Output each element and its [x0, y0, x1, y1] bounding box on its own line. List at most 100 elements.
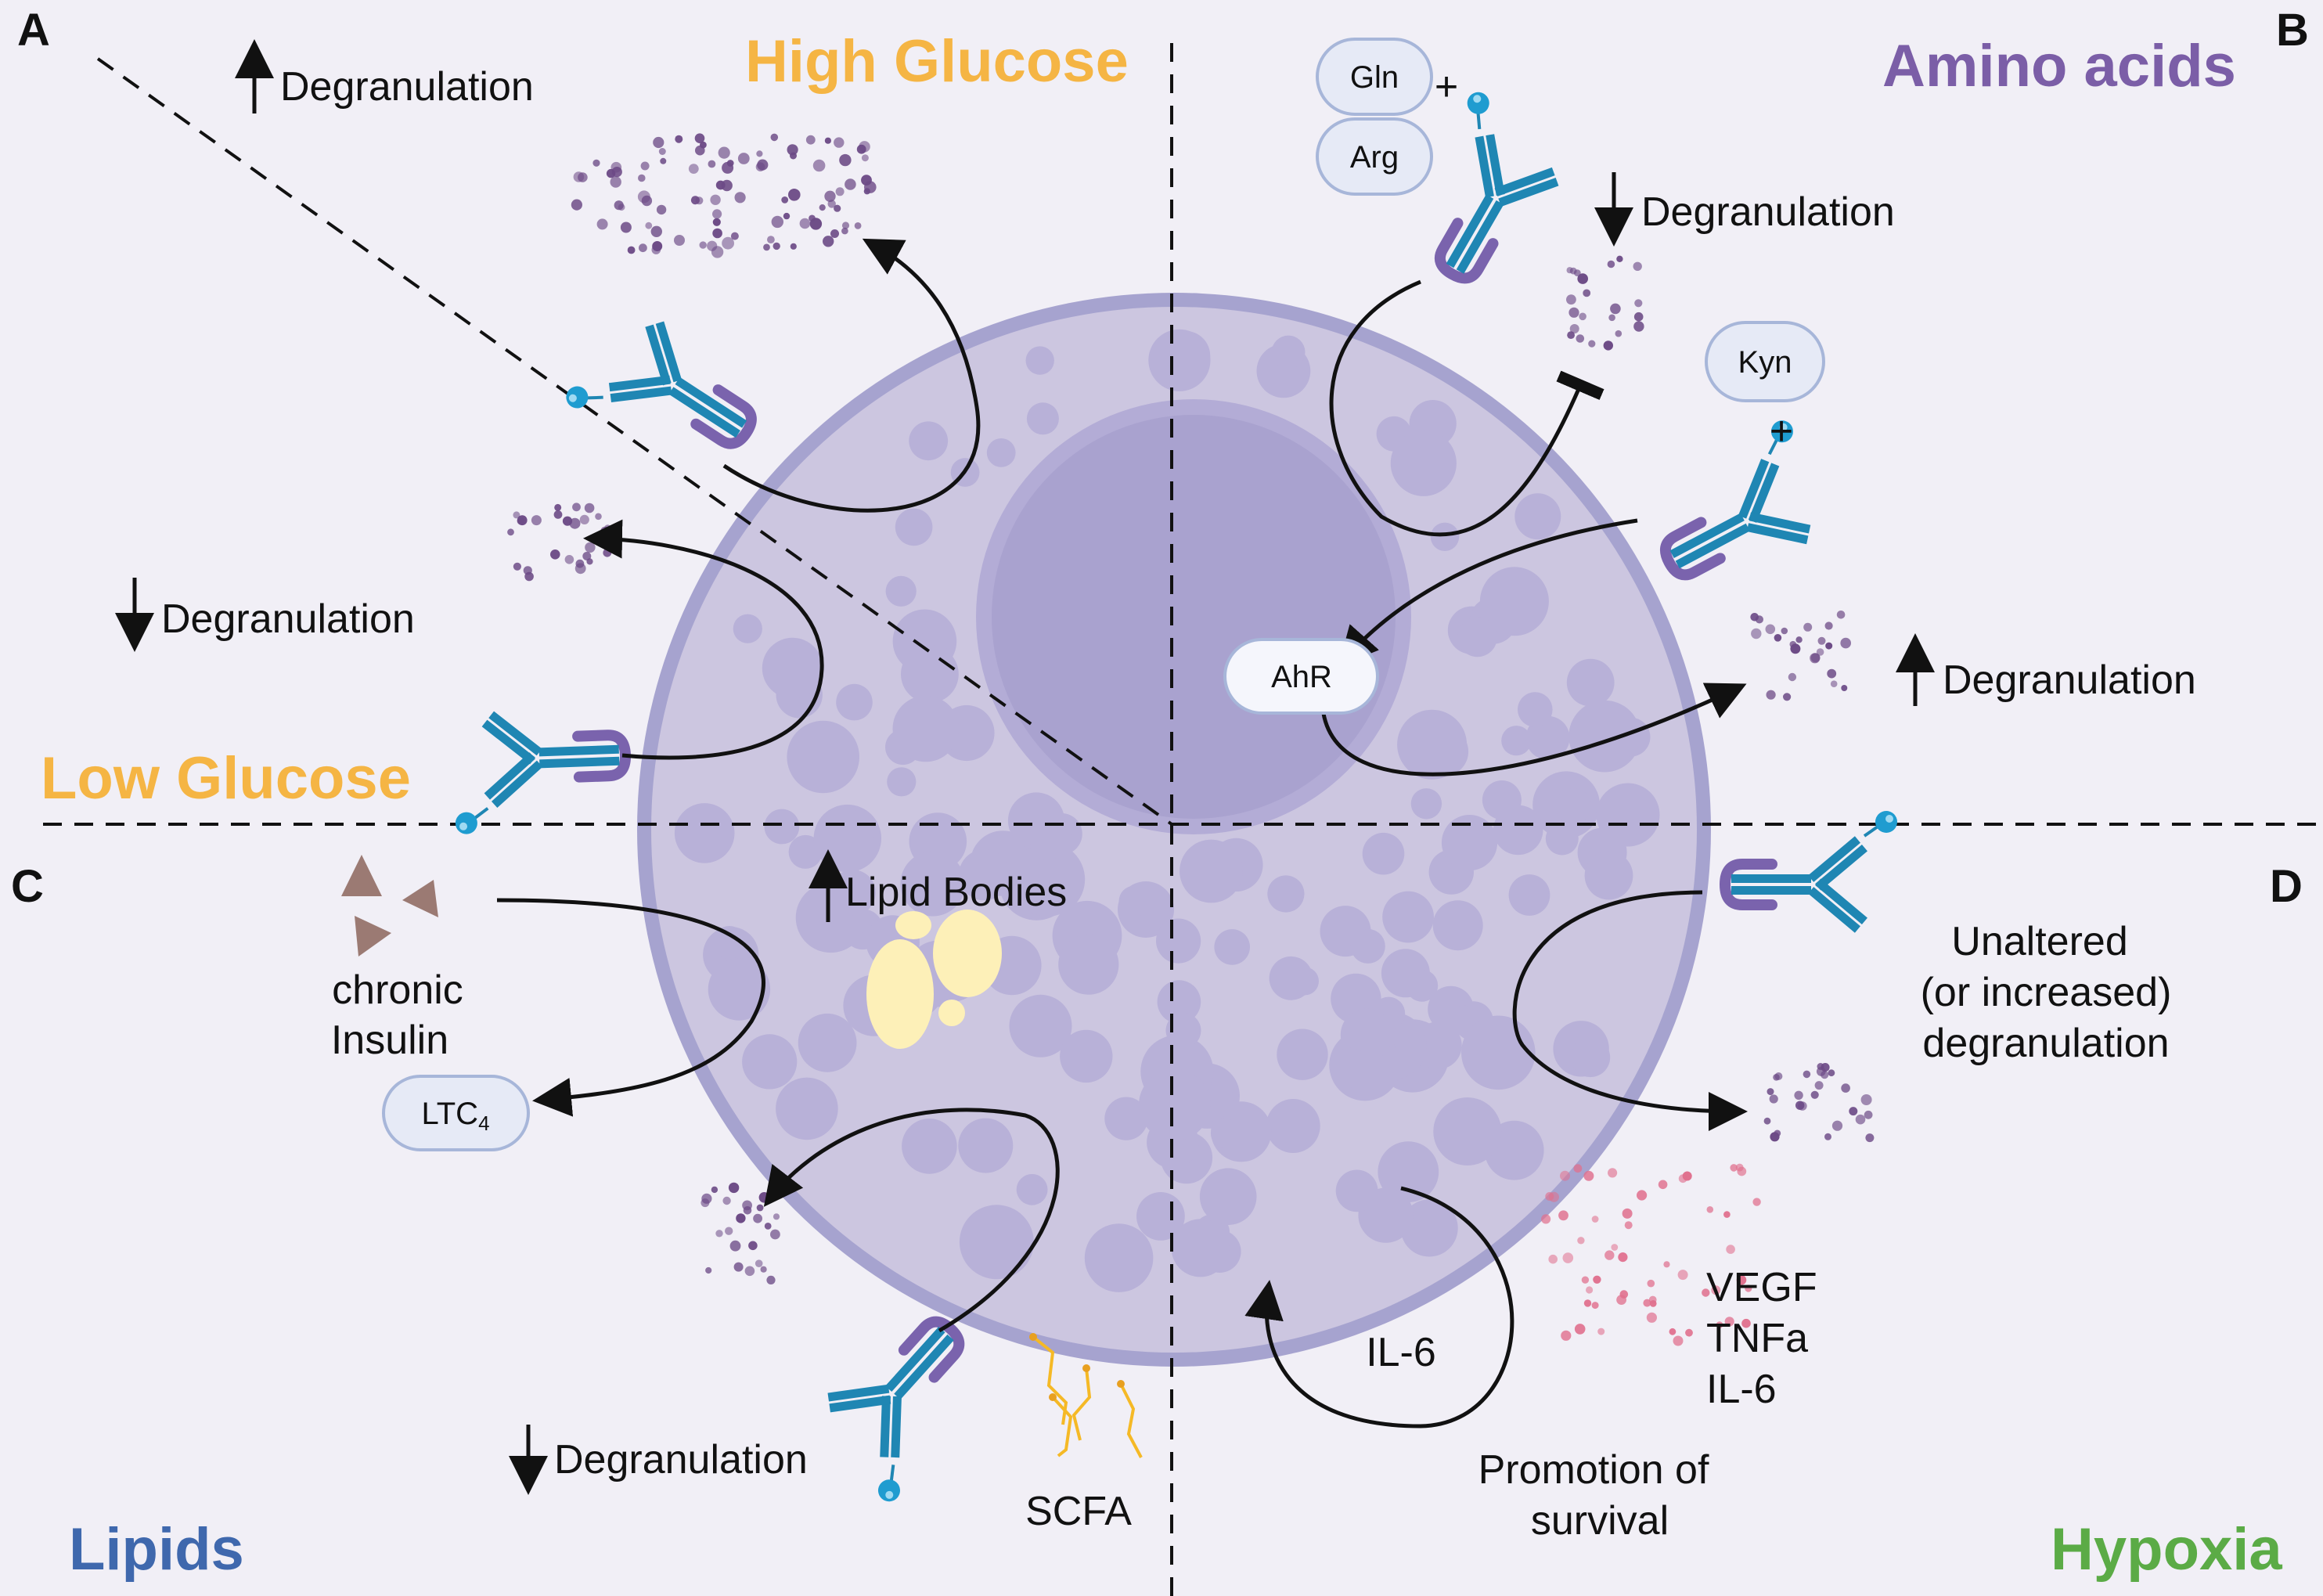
- released-granule: [1618, 1252, 1628, 1263]
- kyn-plus: +: [1770, 409, 1793, 454]
- survival-line-1: Promotion of: [1478, 1447, 1709, 1493]
- quadrant-dividers: [43, 43, 2323, 1596]
- granule: [909, 421, 949, 461]
- granule: [1514, 493, 1561, 540]
- released-granule: [1588, 340, 1596, 348]
- released-granule: [1610, 303, 1621, 315]
- released-granule: [863, 188, 870, 195]
- released-granule: [1817, 636, 1826, 645]
- released-granule: [571, 199, 583, 211]
- released-granule: [513, 562, 522, 571]
- released-granule: [1633, 261, 1642, 271]
- granule: [1525, 715, 1570, 760]
- released-granule: [1633, 312, 1644, 322]
- low-glucose-title: Low Glucose: [41, 745, 411, 812]
- granule: [885, 575, 917, 607]
- released-granule: [1574, 1324, 1586, 1335]
- released-granule: [1795, 636, 1803, 643]
- granule: [1267, 875, 1305, 913]
- granule: [1555, 787, 1592, 823]
- granule: [1584, 851, 1633, 900]
- released-granule: [736, 1213, 746, 1223]
- released-granule: [592, 159, 600, 167]
- scfa-degranulation: Degranulation: [554, 1437, 808, 1483]
- released-granule: [705, 1266, 712, 1274]
- released-granule: [1682, 1171, 1692, 1181]
- released-granule: [639, 243, 647, 253]
- released-granule: [742, 1200, 752, 1211]
- granule: [1479, 567, 1549, 636]
- released-granule: [1577, 1237, 1585, 1245]
- released-granule: [1643, 1299, 1651, 1307]
- released-granule: [809, 218, 823, 230]
- granule: [1009, 994, 1072, 1057]
- lipid-bodies: [866, 910, 1002, 1049]
- granule: [819, 809, 873, 863]
- released-granule: [1752, 1198, 1761, 1206]
- released-granule: [1803, 1070, 1811, 1079]
- released-granule: [600, 526, 610, 536]
- released-granule: [585, 542, 596, 553]
- released-granule: [675, 135, 683, 143]
- granule: [958, 1118, 1014, 1173]
- granule: [1397, 709, 1468, 780]
- released-granule: [1586, 1286, 1594, 1294]
- released-granule: [1579, 312, 1586, 321]
- released-granule: [660, 157, 667, 164]
- released-granule: [737, 153, 750, 164]
- released-granule: [1583, 1170, 1594, 1181]
- released-granule: [718, 146, 730, 159]
- released-granule: [707, 240, 718, 251]
- released-granule: [755, 1259, 763, 1267]
- nucleus: [992, 415, 1396, 819]
- granule: [742, 1034, 798, 1090]
- released-granule: [1745, 1284, 1752, 1292]
- released-granule: [854, 222, 862, 229]
- released-granule: [1831, 1120, 1843, 1131]
- released-granule: [1581, 1276, 1590, 1284]
- released-granule: [1841, 685, 1848, 691]
- released-granule: [653, 136, 664, 149]
- granule: [1165, 1013, 1201, 1049]
- released-granule: [584, 503, 595, 513]
- released-granule: [575, 559, 585, 568]
- released-granule: [1730, 1164, 1738, 1172]
- released-granule: [1561, 1330, 1572, 1341]
- high-glucose-title: High Glucose: [745, 28, 1129, 95]
- released-granule: [766, 1275, 776, 1284]
- released-granule: [1751, 628, 1762, 639]
- panel-label-c: C: [11, 861, 44, 912]
- granule: [1180, 839, 1243, 903]
- released-granule: [517, 515, 528, 526]
- released-granule: [715, 1230, 723, 1238]
- released-granule: [1593, 1275, 1601, 1284]
- released-granule: [700, 141, 707, 149]
- released-granule: [835, 187, 845, 196]
- released-granule: [1763, 1117, 1771, 1125]
- released-granule: [688, 164, 699, 175]
- released-granule: [690, 196, 700, 205]
- released-granule: [1726, 1245, 1735, 1254]
- granule: [764, 809, 800, 845]
- granule: [1400, 1199, 1458, 1257]
- granule: [787, 720, 859, 794]
- released-granule: [1562, 1252, 1574, 1263]
- released-granule: [1821, 1063, 1830, 1072]
- il6-loop-label: IL-6: [1366, 1330, 1436, 1375]
- granule: [900, 851, 966, 917]
- low-glucose-degranulation: Degranulation: [161, 596, 415, 642]
- fce-receptor-kyn: [1635, 416, 1844, 605]
- released-granule: [640, 161, 650, 171]
- released-granule: [771, 215, 783, 229]
- fce-receptor-low-glucose: [452, 707, 628, 834]
- released-granule: [1577, 273, 1588, 284]
- released-granule: [1788, 672, 1797, 682]
- released-granule: [1615, 330, 1622, 337]
- released-granule: [1830, 680, 1838, 687]
- granule: [1414, 1021, 1462, 1069]
- chronic-label: chronic: [332, 967, 463, 1013]
- granule: [1104, 1097, 1148, 1140]
- released-granule: [856, 144, 866, 154]
- released-granule: [610, 161, 622, 173]
- released-granule: [610, 176, 621, 188]
